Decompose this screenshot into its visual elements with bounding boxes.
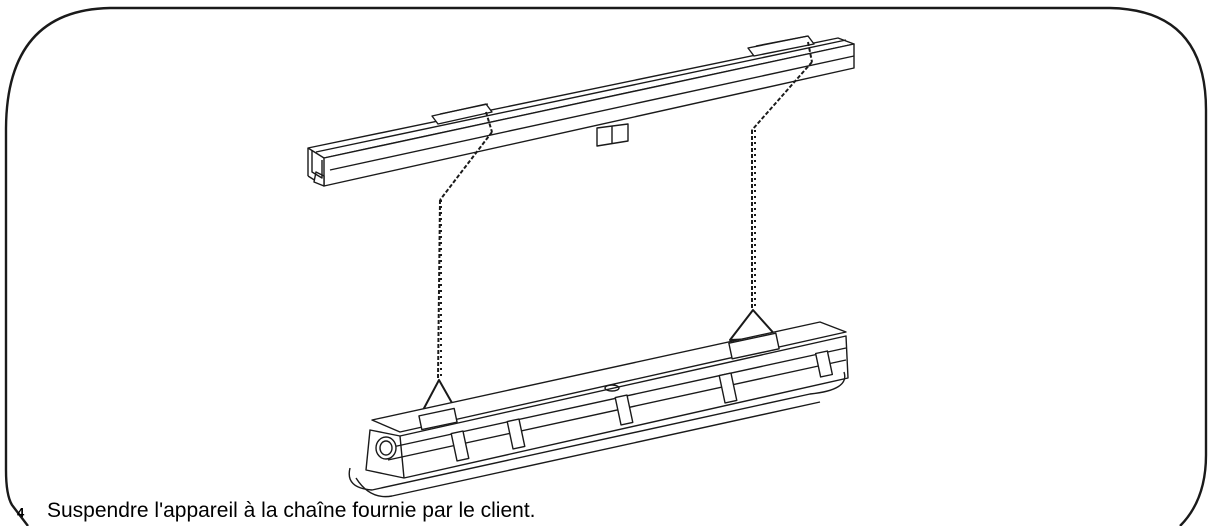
rail-clamp-right	[747, 35, 815, 57]
step-caption: Suspendre l'appareil à la chaîne fournie…	[47, 499, 536, 522]
ceiling-rail	[307, 37, 855, 187]
luminaire-clips	[450, 350, 834, 462]
fixture-hanging-from-rail-illustration	[307, 35, 855, 498]
rail-clamp-left	[431, 103, 493, 125]
panel-border	[4, 6, 1208, 526]
junction-box	[596, 123, 629, 147]
step-number: 4	[17, 505, 25, 520]
chain-left	[437, 111, 493, 381]
luminaire	[348, 321, 849, 498]
chain-right	[751, 41, 813, 310]
